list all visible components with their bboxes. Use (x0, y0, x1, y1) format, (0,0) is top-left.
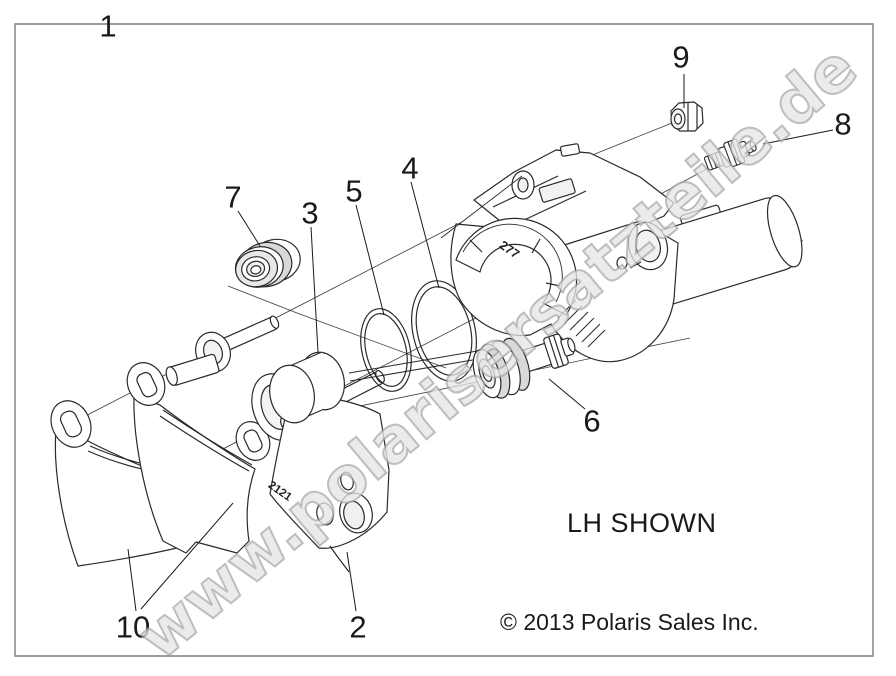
caliper-body (441, 144, 809, 362)
bleeder-screw (702, 133, 760, 175)
callout-9: 9 (672, 39, 690, 75)
callout-1: 1 (99, 8, 117, 44)
o-ring-large (402, 274, 485, 387)
callout-6: 6 (583, 403, 601, 439)
callout-5: 5 (345, 173, 363, 209)
leader-lines (128, 74, 833, 611)
cap-nut (671, 102, 703, 131)
pin-boot (467, 319, 583, 404)
callout-8: 8 (834, 106, 852, 142)
callout-10: 10 (115, 609, 151, 645)
brake-pads (44, 356, 276, 566)
callout-3: 3 (301, 195, 319, 231)
drawing-border (15, 24, 873, 656)
orientation-note: LH SHOWN (567, 508, 717, 538)
bushing (264, 348, 349, 427)
callout-4: 4 (401, 150, 419, 186)
callout-2: 2 (349, 609, 367, 645)
copyright-notice: © 2013 Polaris Sales Inc. (500, 609, 759, 635)
callout-7: 7 (224, 179, 242, 215)
o-ring-small (353, 304, 419, 397)
pin-rod (349, 349, 490, 381)
guide-pin-upper (164, 315, 280, 387)
boot-grommet (231, 235, 305, 293)
